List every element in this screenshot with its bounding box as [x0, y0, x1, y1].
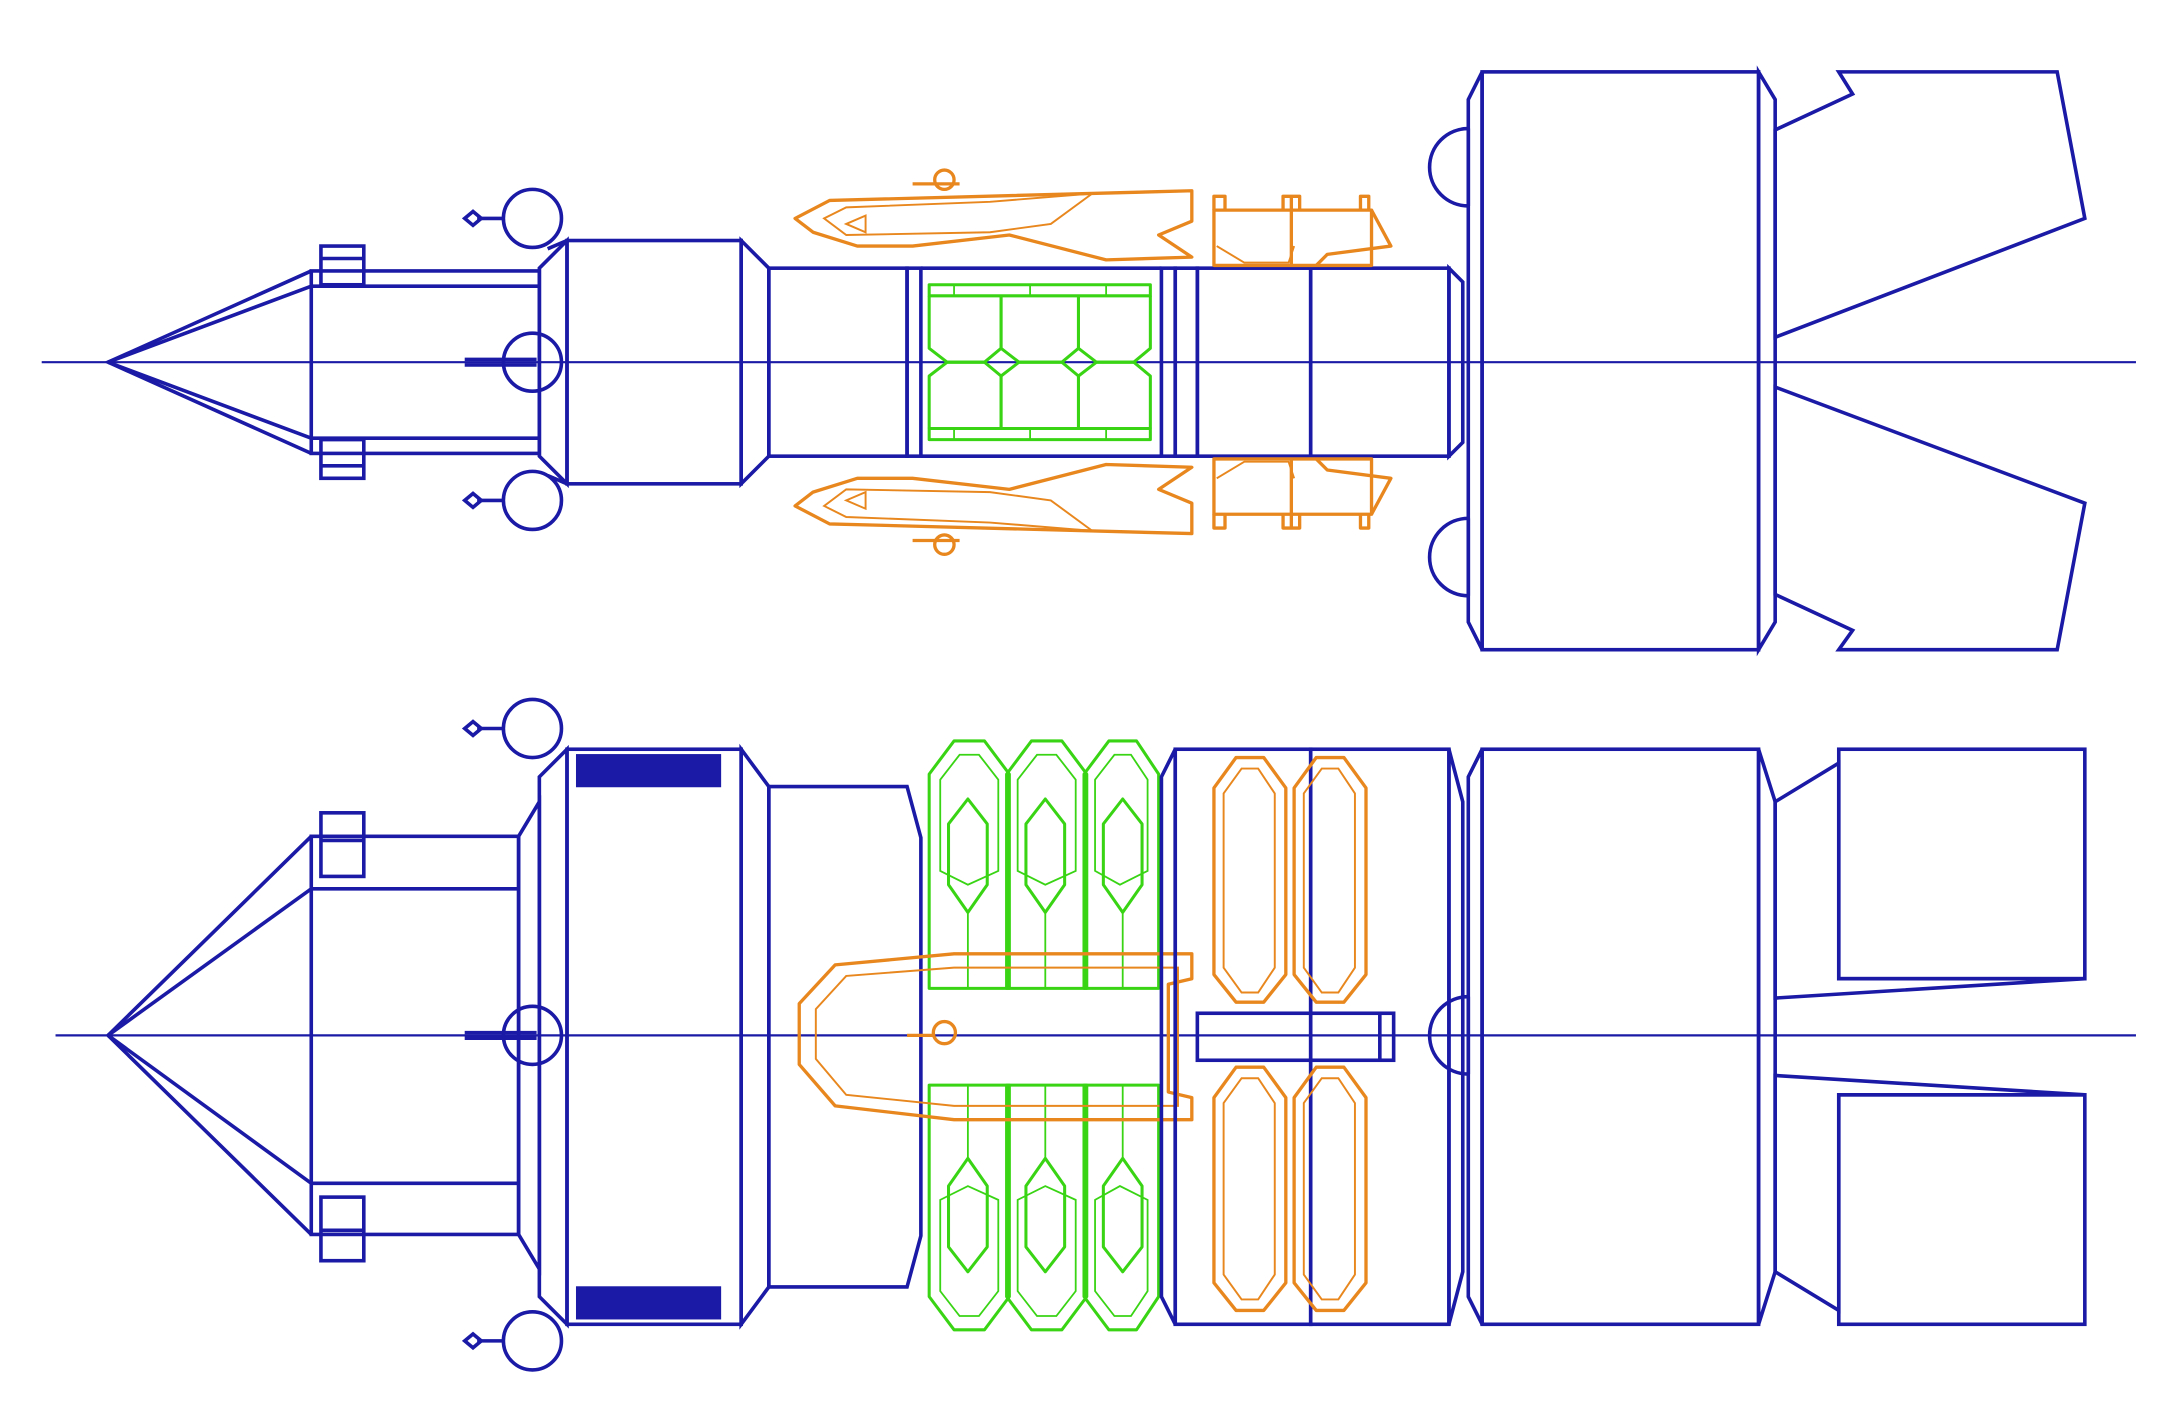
turret-top-lower — [461, 469, 564, 532]
nose-cone-side — [105, 811, 521, 1263]
window-array-lower — [575, 1286, 722, 1320]
cargo-pods-side — [1212, 755, 1368, 1313]
turret-top-center — [464, 331, 564, 394]
pod-side-5 — [1005, 1083, 1089, 1332]
shuttle-side — [797, 952, 1194, 1122]
pod-side-1 — [927, 739, 1011, 990]
pod-array-side — [927, 739, 1161, 1332]
turret-side-center — [464, 1004, 564, 1067]
mid-hull-side — [1159, 747, 1465, 1327]
nacelle-side-lower — [1773, 1073, 2087, 1327]
pod-side-3 — [1082, 739, 1161, 990]
mid-hull-top — [1173, 263, 1465, 461]
window-array-upper — [575, 754, 722, 788]
top-view — [41, 65, 2136, 657]
turret-side-upper — [461, 697, 564, 760]
pod-side-4 — [927, 1083, 1011, 1332]
nacelle-top-lower — [1773, 384, 2087, 652]
nacelle-side-upper — [1773, 747, 2087, 1000]
cargo-pods-top-upper — [1212, 194, 1393, 268]
pod-side-6 — [1082, 1083, 1161, 1332]
engineering-hull-top — [1427, 65, 1777, 657]
side-view — [55, 697, 2136, 1372]
pod-array-top — [927, 283, 1152, 442]
forward-hull-side — [516, 743, 923, 1330]
turret-top-upper — [461, 187, 564, 250]
shuttle-top-lower — [793, 462, 1194, 556]
engineering-hull-side — [1427, 747, 1777, 1327]
turret-side-lower — [461, 1310, 564, 1372]
pod-bay-top — [905, 266, 1178, 458]
pod-side-2 — [1005, 739, 1089, 990]
shuttle-top-upper — [793, 168, 1194, 262]
cargo-pods-top-lower — [1212, 457, 1393, 530]
nacelle-top-upper — [1773, 70, 2087, 340]
